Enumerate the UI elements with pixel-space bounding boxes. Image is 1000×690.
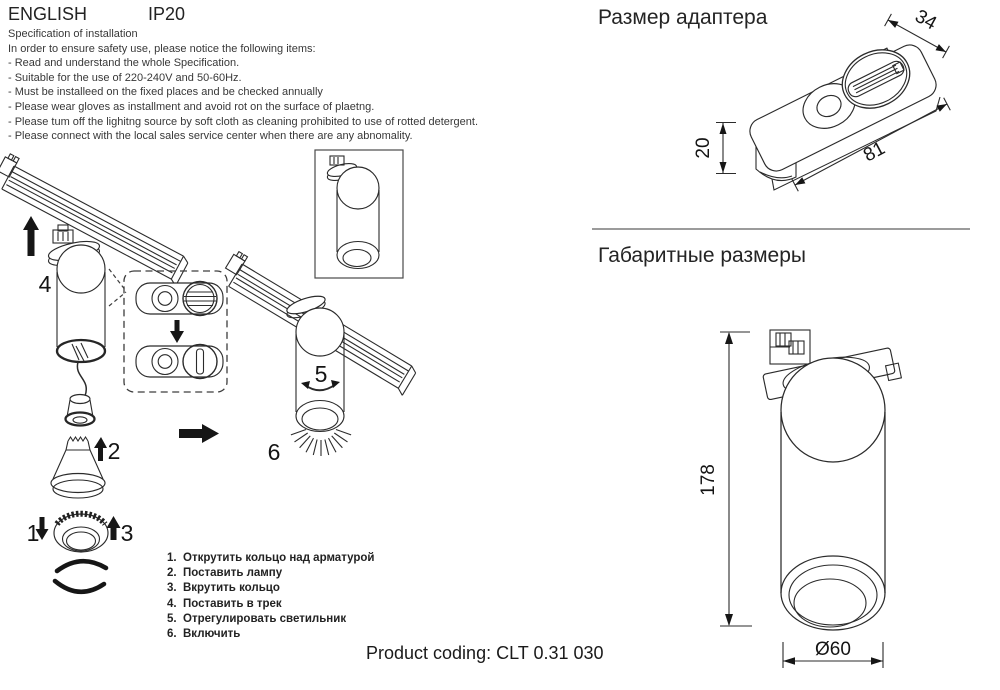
- dim-34-label: 34: [911, 6, 940, 35]
- up-arrow-icon: [94, 437, 107, 461]
- instruction-item: 1. Открутить кольцо над арматурой: [167, 551, 375, 566]
- step-4-label: 4: [39, 271, 52, 297]
- section-divider: [592, 228, 970, 230]
- instruction-text: Поставить в трек: [183, 597, 282, 610]
- step-6-label: 6: [268, 439, 281, 465]
- adapter-size-figure: 34 20 81: [693, 6, 951, 192]
- installation-steps-figure: 4 2: [0, 149, 417, 595]
- dim-81-label: 81: [860, 138, 889, 166]
- instruction-text: Открутить кольцо над арматурой: [183, 552, 375, 564]
- instruction-item: 6. Включить: [167, 627, 375, 642]
- instruction-text: Вкрутить кольцо: [183, 582, 280, 595]
- spec-title: Specification of installation: [8, 28, 138, 40]
- instruction-number: 1.: [167, 552, 177, 564]
- dim-diameter-label: Ø60: [815, 639, 851, 660]
- step-1-label: 1: [27, 520, 40, 546]
- spotlight-step4-drawing: [47, 224, 107, 427]
- instruction-number: 4.: [167, 597, 177, 610]
- instructions-list: 1. Открутить кольцо над арматурой 2. Пос…: [167, 551, 375, 642]
- instruction-number: 2.: [167, 567, 177, 580]
- step-3-label: 3: [121, 520, 134, 546]
- overall-dimensions-figure: 178 Ø60: [698, 329, 903, 668]
- instruction-number: 5.: [167, 612, 177, 625]
- dimension-178: 178: [698, 331, 752, 627]
- spec-item: - Must be installeed on the fixed places…: [8, 86, 323, 99]
- swivel-arrowhead: [331, 380, 340, 388]
- right-arrow-icon: [179, 424, 219, 443]
- up-arrow-icon: [23, 216, 39, 256]
- spec-item: - Please wear gloves as installment and …: [8, 100, 375, 113]
- overall-dimensions-title: Габаритные размеры: [598, 244, 806, 267]
- adapter-lock-detail-box: [123, 270, 228, 393]
- instruction-text: Поставить лампу: [183, 567, 283, 580]
- swivel-arrowhead: [301, 381, 310, 389]
- mounted-spotlight-drawing: [286, 295, 345, 433]
- dimension-20: 20: [693, 121, 736, 175]
- rotate-arc-icon: [54, 558, 109, 574]
- rotate-arc-icon: [52, 578, 107, 595]
- step-2-label: 2: [108, 438, 121, 464]
- up-arrow-icon: [106, 516, 121, 540]
- instruction-text: Отрегулировать светильник: [183, 612, 347, 625]
- detail-leader-lines: [108, 268, 127, 307]
- down-arrow-icon: [170, 320, 184, 343]
- down-arrow-icon: [35, 517, 49, 540]
- instruction-item: 3. Вкрутить кольцо: [167, 581, 375, 596]
- specification-block: Specification of installation In order t…: [8, 27, 568, 144]
- assembled-fixture-inset: [314, 149, 404, 279]
- instruction-text: Включить: [183, 628, 241, 641]
- ring-step13-drawing: [53, 510, 109, 553]
- step-5-label: 5: [315, 361, 328, 387]
- product-coding-label: Product coding:: [366, 643, 492, 663]
- adapter-size-title: Размер адаптера: [598, 6, 768, 29]
- ip-rating-label: IP20: [148, 4, 186, 24]
- track-rail-drawing: [0, 153, 189, 287]
- light-rays-icon: [290, 428, 352, 456]
- dimension-diameter-60: Ø60: [782, 639, 884, 668]
- dim-20-label: 20: [693, 137, 714, 158]
- spec-item: - Please connect with the local sales se…: [8, 130, 413, 143]
- product-coding-value: CLT 0.31 030: [496, 643, 604, 663]
- instruction-item: 2. Поставить лампу: [167, 566, 375, 581]
- instruction-item: 4. Поставить в трек: [167, 597, 375, 612]
- instruction-item: 5. Отрегулировать светильник: [167, 612, 375, 627]
- instruction-number: 3.: [167, 582, 177, 595]
- language-label: ENGLISH: [8, 4, 88, 24]
- dim-178-label: 178: [698, 464, 719, 496]
- spec-item: - Read and understand the whole Specific…: [8, 57, 240, 70]
- spec-item: - Please tum off the lighitng source by …: [8, 115, 479, 128]
- spec-intro: In order to ensure safety use, please no…: [8, 42, 316, 55]
- bulb-step2-drawing: [50, 435, 106, 499]
- adapter-isometric-drawing: [749, 44, 941, 191]
- spec-item: - Suitable for the use of 220-240V and 5…: [8, 71, 242, 84]
- fixture-dimension-drawing: [762, 329, 903, 631]
- product-coding: Product coding: CLT 0.31 030: [366, 643, 604, 664]
- instruction-number: 6.: [167, 628, 177, 641]
